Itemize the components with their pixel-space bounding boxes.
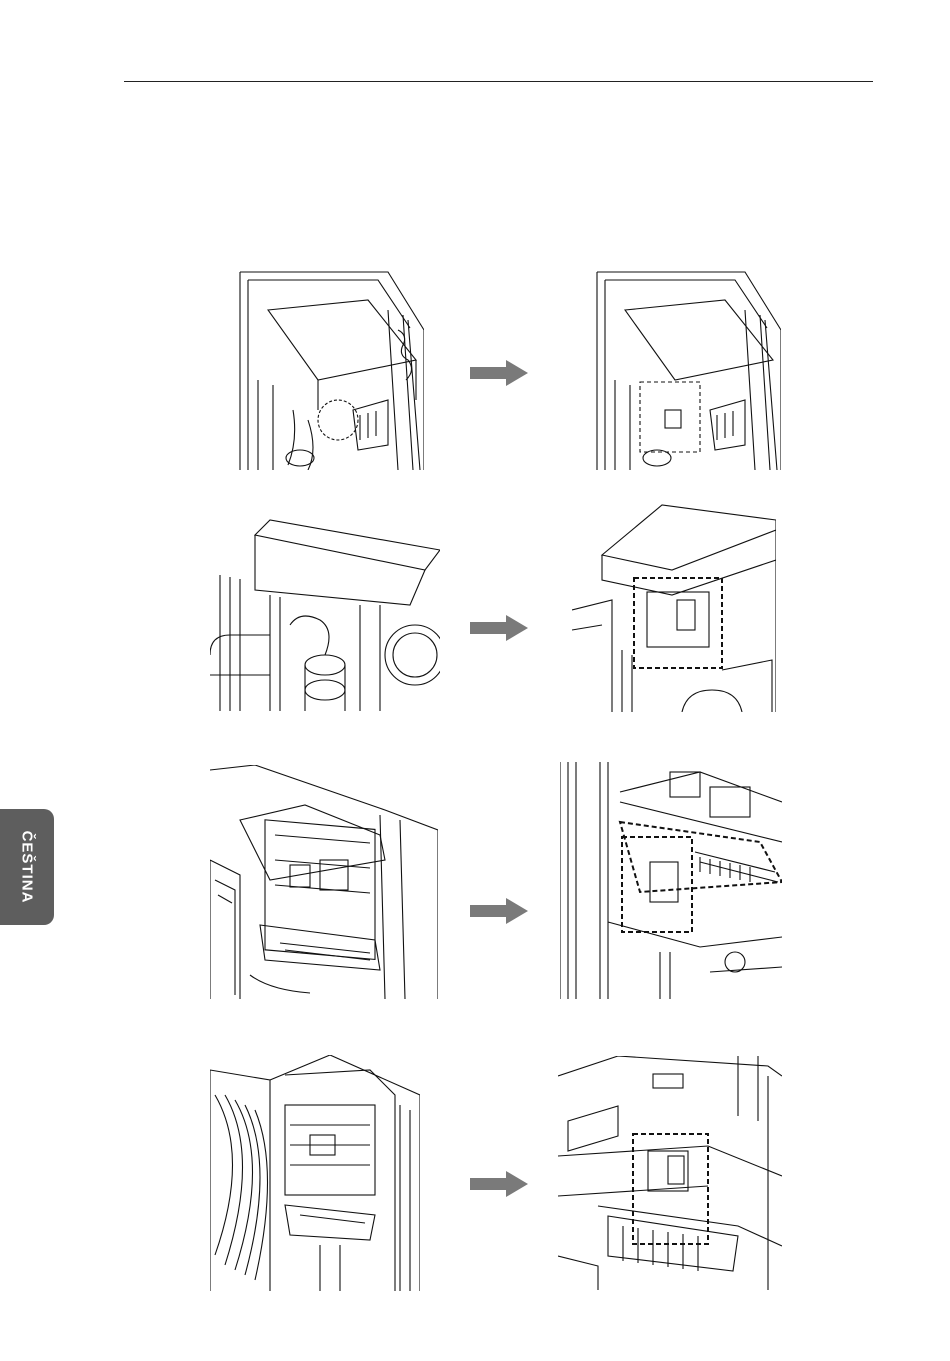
- step-1-arrow-right-icon: [470, 360, 528, 386]
- step-3-after-illustration: [560, 762, 782, 999]
- step-1-after-illustration: [595, 270, 781, 470]
- step-4-after-illustration: [558, 1056, 782, 1290]
- step-1-before-illustration: [238, 270, 424, 470]
- step-3-arrow-right-icon: [470, 898, 528, 924]
- step-3-before-illustration: [210, 765, 438, 999]
- step-4-before-illustration: [210, 1055, 420, 1291]
- step-2-arrow-right-icon: [470, 615, 528, 641]
- language-tab: ČEŠTINA: [0, 809, 54, 925]
- header-rule: [124, 81, 873, 82]
- step-2-before-illustration: [210, 515, 440, 711]
- step-4-arrow-right-icon: [470, 1171, 528, 1197]
- step-2-after-illustration: [572, 500, 776, 712]
- language-tab-label: ČEŠTINA: [19, 831, 36, 904]
